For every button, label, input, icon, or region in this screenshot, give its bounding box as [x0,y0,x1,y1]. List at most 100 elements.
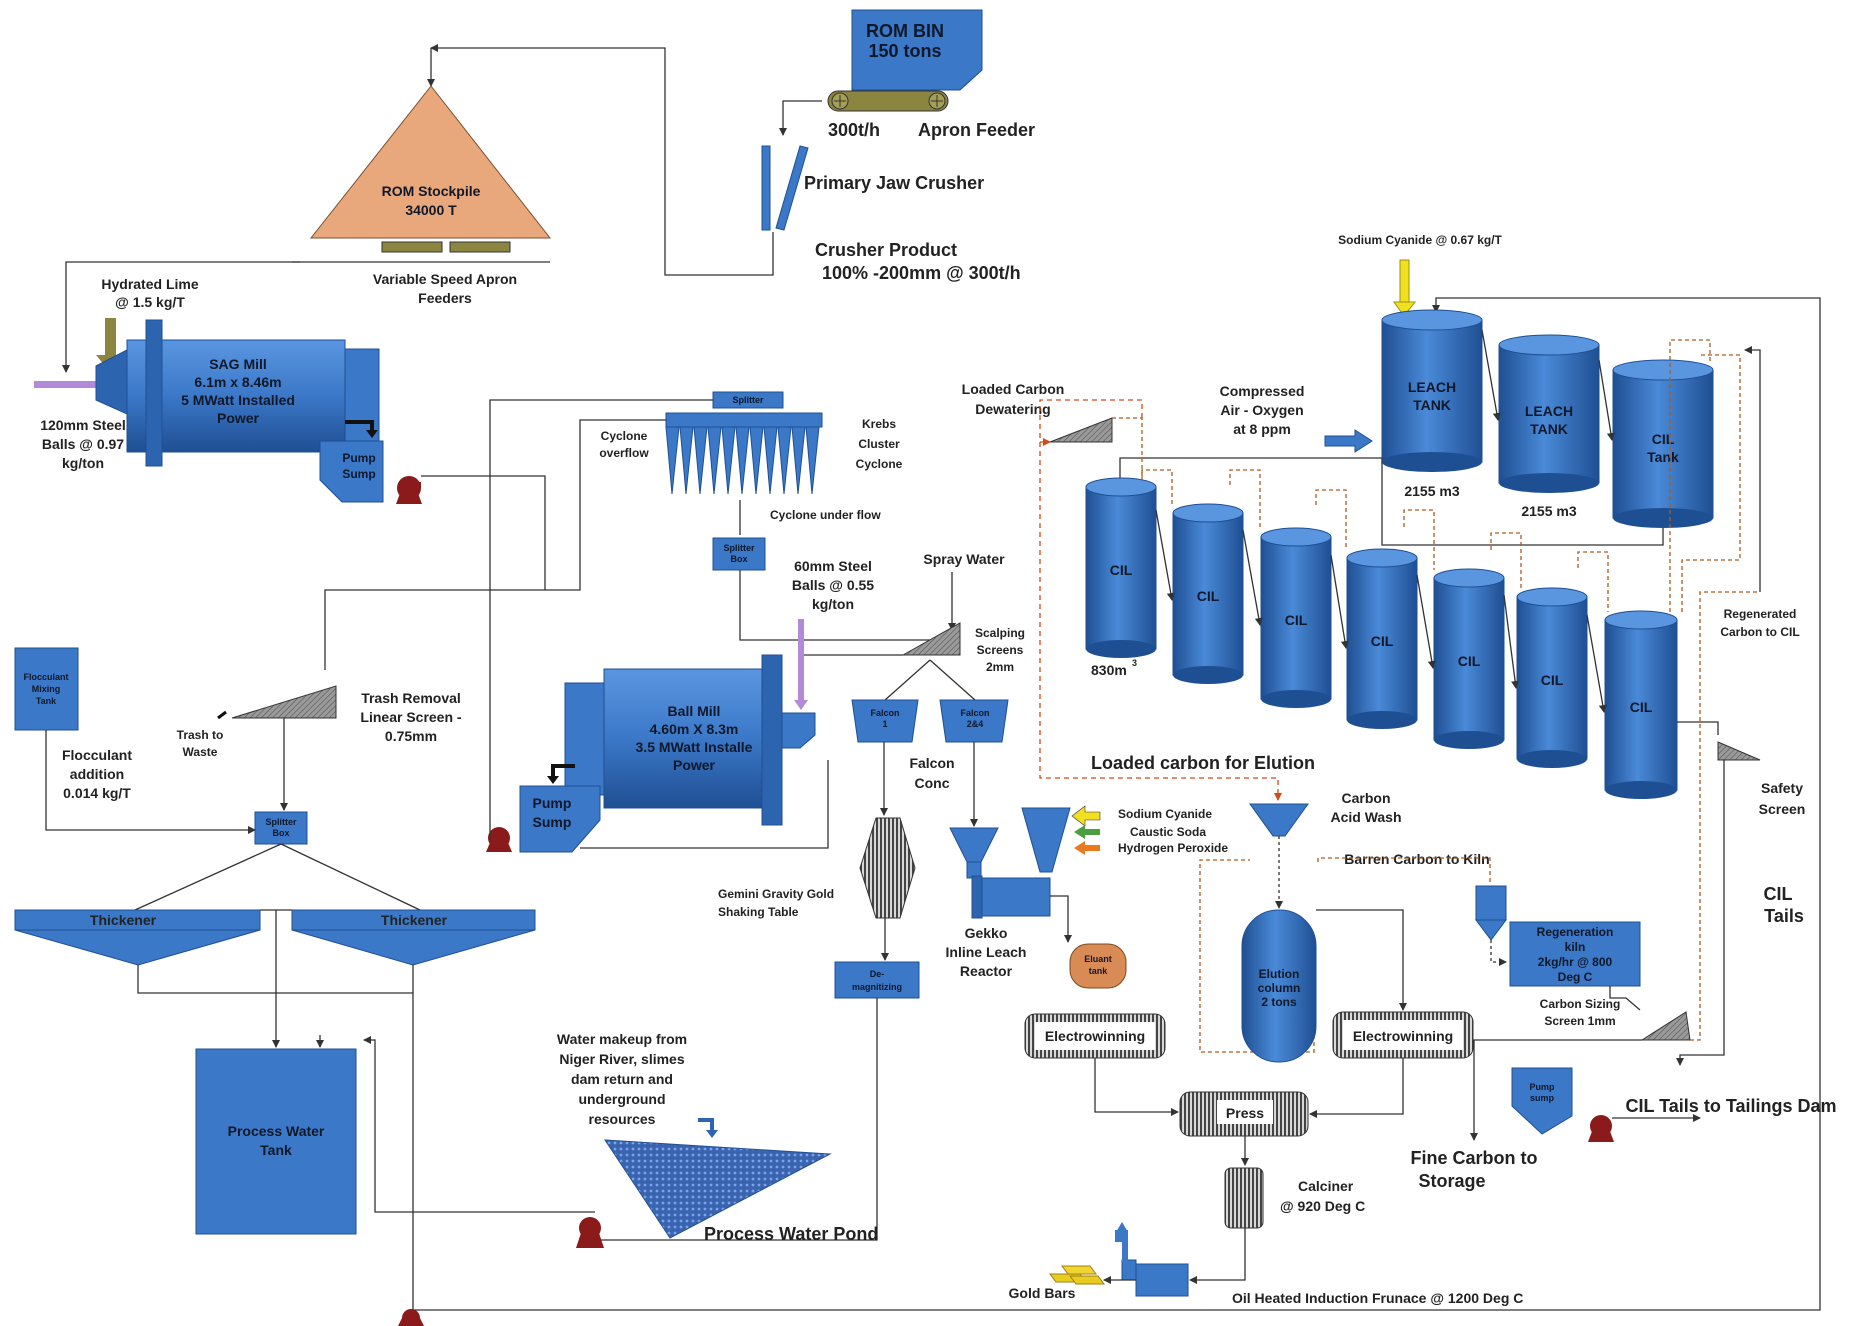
pump-sump-small-label-1: Pump [1529,1082,1555,1092]
flocculant-mixing-tank: Flocculant Mixing Tank [14,647,79,731]
air-label-3: at 8 ppm [1233,421,1291,437]
thickener-1-label: Thickener [90,912,157,928]
leach-tank-1-label-1: LEACH [1408,379,1456,395]
regen-to-cil-label-2: Carbon to CIL [1720,625,1799,639]
water-makeup-label-2: Niger River, slimes [559,1051,685,1067]
leach-tank-1-label-2: TANK [1413,397,1451,413]
leach-tank-2-label-2: TANK [1530,421,1568,437]
sodium-cyanide-dose-label: Sodium Cyanide @ 0.67 kg/T [1338,233,1502,247]
fine-carbon-label-2: Storage [1418,1171,1485,1191]
ball-pump-sump-label-1: Pump [533,795,572,811]
falcon-2-label-b: 2&4 [967,719,984,729]
process-water-tank-label-1: Process Water [228,1123,325,1139]
water-makeup-label-1: Water makeup from [557,1031,687,1047]
ball-mill-discharge-arrow [551,764,575,778]
regeneration-kiln: Regeneration kiln 2kg/hr @ 800 Deg C [1509,921,1641,987]
splitter-box-1: Splitter Box [712,537,766,571]
cil-tank-1: CIL [1085,477,1157,658]
barren-carbon-label: Barren Carbon to Kiln [1344,851,1489,867]
variable-feeder-1 [381,241,443,253]
cil-tank-2-label: CIL [1197,588,1220,604]
cyclone-underflow-label: Cyclone under flow [770,508,881,522]
rom-stockpile: ROM Stockpile 34000 T [309,85,552,239]
electrowinning-1-label: Electrowinning [1045,1028,1145,1044]
carbon-sizing-label-2: Screen 1mm [1544,1014,1615,1028]
gekko-label-3: Reactor [960,963,1013,979]
gold-bars-label: Gold Bars [1009,1285,1076,1301]
falcon-2-4: Falcon 2&4 [939,699,1009,743]
carbon-sizing-screen [1640,1011,1691,1041]
sag-slurry-pump-icon [396,476,422,504]
stockpile-label-1: ROM Stockpile [382,183,481,199]
rom-bin-label-1: ROM BIN [866,21,944,41]
calciner [1224,1167,1264,1229]
loaded-for-elution-label: Loaded carbon for Elution [1091,753,1315,773]
flocculant-tank-label-3: Tank [36,696,57,706]
flocculant-add-label-2: addition [70,766,124,782]
cyanide-dosing-arrow [1393,259,1417,317]
spray-water-label: Spray Water [923,551,1005,567]
gemini-label-1: Gemini Gravity Gold [718,887,834,901]
safety-screen-label-1: Safety [1761,780,1803,796]
variable-feeders-label-2: Feeders [418,290,472,306]
cil-tank-7-label: CIL [1630,699,1653,715]
apron-feeder [827,90,949,112]
calciner-label-1: Calciner [1298,1178,1354,1194]
krebs-label-3: Cyclone [856,457,903,471]
electrowinning-2-label: Electrowinning [1353,1028,1453,1044]
steel-balls-120-label-2: Balls @ 0.97 [42,436,124,452]
gold-bars-icon [1049,1265,1105,1285]
leach-tank-2-label-1: LEACH [1525,403,1573,419]
cil-volume-sup: 3 [1132,658,1137,668]
induction-furnace [1115,1222,1189,1297]
trash-screen-label-3: 0.75mm [385,728,437,744]
reagent-label-2: Caustic Soda [1130,825,1206,839]
trash-screen-label-1: Trash Removal [361,690,461,706]
variable-feeder-2 [449,241,511,253]
cil-tank-main-label-2: Tank [1647,449,1679,465]
cil-volume-label: 830m [1091,662,1127,678]
jaw-crusher [761,145,809,231]
sag-mill-label-1: SAG Mill [209,356,267,372]
reagent-label-3: Hydrogen Peroxide [1118,841,1228,855]
splitter-box-2: Splitter Box [254,811,308,845]
elution-label-1: Elution [1259,967,1300,981]
krebs-cyclone-cluster [665,412,823,495]
gemini-label-2: Shaking Table [718,905,799,919]
cil-tank-3: CIL [1260,527,1332,708]
flocculant-add-label-3: 0.014 kg/T [63,785,131,801]
cil-tank-5: CIL [1433,568,1505,749]
elution-label-2: column [1258,981,1301,995]
sag-pump-sump-label-1: Pump [342,451,375,465]
cyclone-overflow-label-2: overflow [599,446,649,460]
demag-label-1: De- [870,969,885,979]
sag-mill-label-3: 5 MWatt Installed [181,392,295,408]
steel-balls-120-label-3: kg/ton [62,455,104,471]
flocculant-add-label-1: Flocculant [62,747,132,763]
cil-tails-label-2: Tails [1764,906,1804,926]
stockpile-label-2: 34000 T [405,202,457,218]
furnace-label: Oil Heated Induction Frunace @ 1200 Deg … [1232,1290,1523,1306]
cil-tank-3-label: CIL [1285,612,1308,628]
jaw-crusher-label: Primary Jaw Crusher [804,173,984,193]
thickener-2: Thickener [291,909,536,966]
ball-mill-label-1: Ball Mill [668,703,721,719]
cil-tank-5-label: CIL [1458,653,1481,669]
calciner-label-2: @ 920 Deg C [1280,1198,1365,1214]
splitter-label: Splitter [732,395,764,405]
leach-1-volume-label: 2155 m3 [1404,483,1459,499]
cil-tank-6: CIL [1516,587,1588,768]
cil-tank-1-label: CIL [1110,562,1133,578]
apron-feeder-label: Apron Feeder [918,120,1035,140]
sag-pump-sump-label-2: Sump [342,467,375,481]
regen-kiln-label-2: kiln [1565,940,1586,954]
splitter: Splitter [712,391,784,409]
rom-bin: ROM BIN 150 tons [851,9,983,91]
gemini-shaking-table [859,817,916,919]
steel-balls-60-label-1: 60mm Steel [794,558,872,574]
air-label-1: Compressed [1220,383,1305,399]
eluant-tank: Eluant tank [1069,943,1127,989]
reagent-label-1: Sodium Cyanide [1118,807,1212,821]
reagent-arrows [1071,805,1101,855]
splitter-box-1-label-1: Splitter [723,543,755,553]
